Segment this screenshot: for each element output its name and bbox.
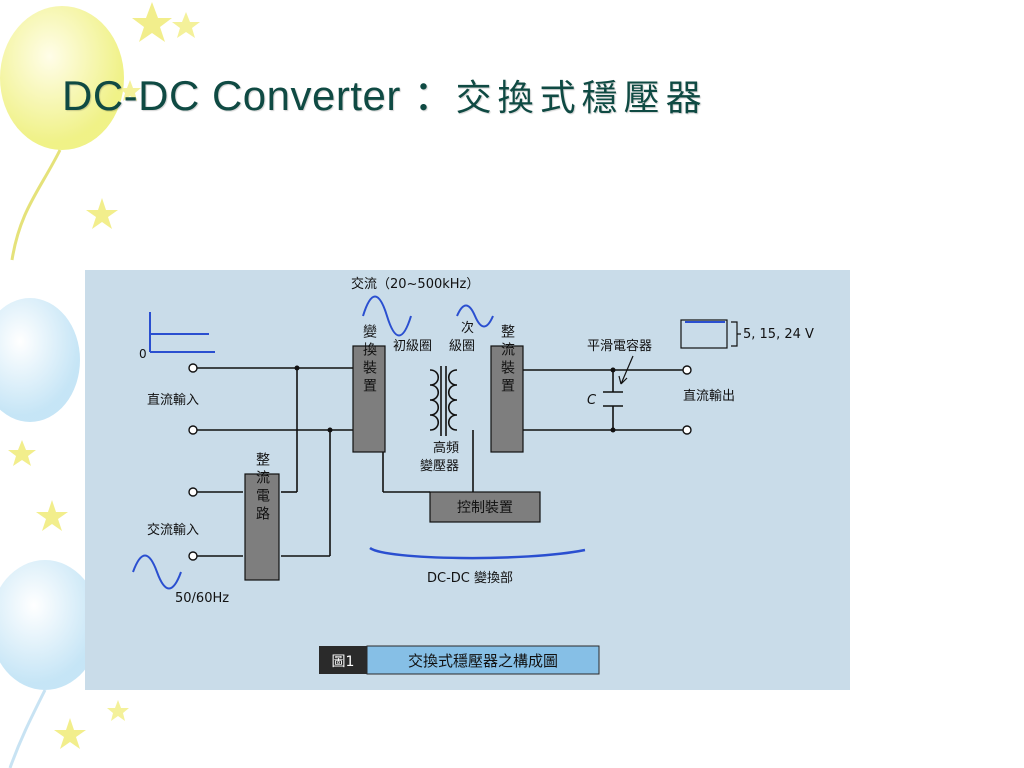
ac-rectifier-block-label: 整流電路 <box>254 452 270 524</box>
junction-dots <box>294 365 616 433</box>
ac-frequency-label: 交流（20~500kHz） <box>351 276 479 292</box>
rectifier-block <box>490 345 524 453</box>
transformer-label-2: 變壓器 <box>420 458 459 474</box>
rectifier-block-label: 整流裝置 <box>499 324 515 396</box>
ac-input-label: 交流輸入 <box>147 522 199 538</box>
converter-diagram: 變換裝置 整流裝置 整流電路 控制裝置 交流（20~500kHz） 次 級圈 初… <box>85 270 850 690</box>
balloon-string-2 <box>8 689 47 768</box>
star-icon <box>86 198 118 229</box>
caption-number: 圖1 <box>332 654 355 670</box>
caption-text-box <box>366 645 600 675</box>
ac-wave-icon-secondary <box>456 304 494 328</box>
ac-input-frequency: 50/60Hz <box>175 591 229 606</box>
slide-title: DC-DC Converter ：交換式穩壓器 <box>62 62 708 123</box>
star-icon <box>172 12 200 38</box>
caption-text: 交換式穩壓器之構成圖 <box>408 652 558 670</box>
converter-block-label: 變換裝置 <box>361 324 377 396</box>
star-icon <box>8 440 36 466</box>
secondary-coil-label-2: 級圈 <box>449 339 475 354</box>
star-icon <box>54 718 86 749</box>
converter-block <box>352 345 386 453</box>
star-icon <box>119 80 141 101</box>
dc-output-label: 直流輸出 <box>683 389 735 404</box>
star-icon <box>36 500 68 531</box>
control-block <box>429 491 541 523</box>
ac-rectifier-block <box>244 473 280 581</box>
title-cjk: 交換式穩壓器 <box>455 78 708 119</box>
balloon-blue-2 <box>0 560 100 690</box>
capacitor-arrow-icon <box>618 355 634 385</box>
balloon-string <box>10 149 62 261</box>
circuit-wires <box>195 367 685 557</box>
control-block-label: 控制裝置 <box>457 500 513 516</box>
terminals <box>188 363 692 561</box>
ac-wave-icon <box>362 295 412 337</box>
primary-coil-label: 初級圈 <box>393 339 432 354</box>
dcdc-bracket <box>369 546 586 560</box>
star-icon <box>132 2 172 42</box>
star-icon <box>107 700 129 721</box>
title-latin: DC-DC Converter ： <box>62 72 456 119</box>
dcdc-section-label: DC-DC 變換部 <box>427 570 513 586</box>
output-voltages: 5, 15, 24 V <box>743 327 814 342</box>
capacitor-symbol-label: C <box>587 393 597 408</box>
zero-label: 0 <box>139 347 147 361</box>
transformer-coil-icon <box>429 366 458 436</box>
figure-background <box>85 270 850 690</box>
output-voltage-brace <box>731 321 741 347</box>
caption-number-box <box>319 646 367 674</box>
dc-input-label: 直流輸入 <box>147 393 199 408</box>
balloon-yellow <box>0 6 124 150</box>
smoothing-capacitor-label: 平滑電容器 <box>587 338 652 354</box>
balloon-blue <box>0 298 80 422</box>
dc-input-wave-icon <box>149 312 215 353</box>
secondary-coil-label-1: 次 <box>461 320 474 336</box>
transformer-label-1: 高頻 <box>433 440 459 456</box>
output-voltage-frame <box>680 319 728 349</box>
ac-input-wave-icon <box>132 554 182 590</box>
